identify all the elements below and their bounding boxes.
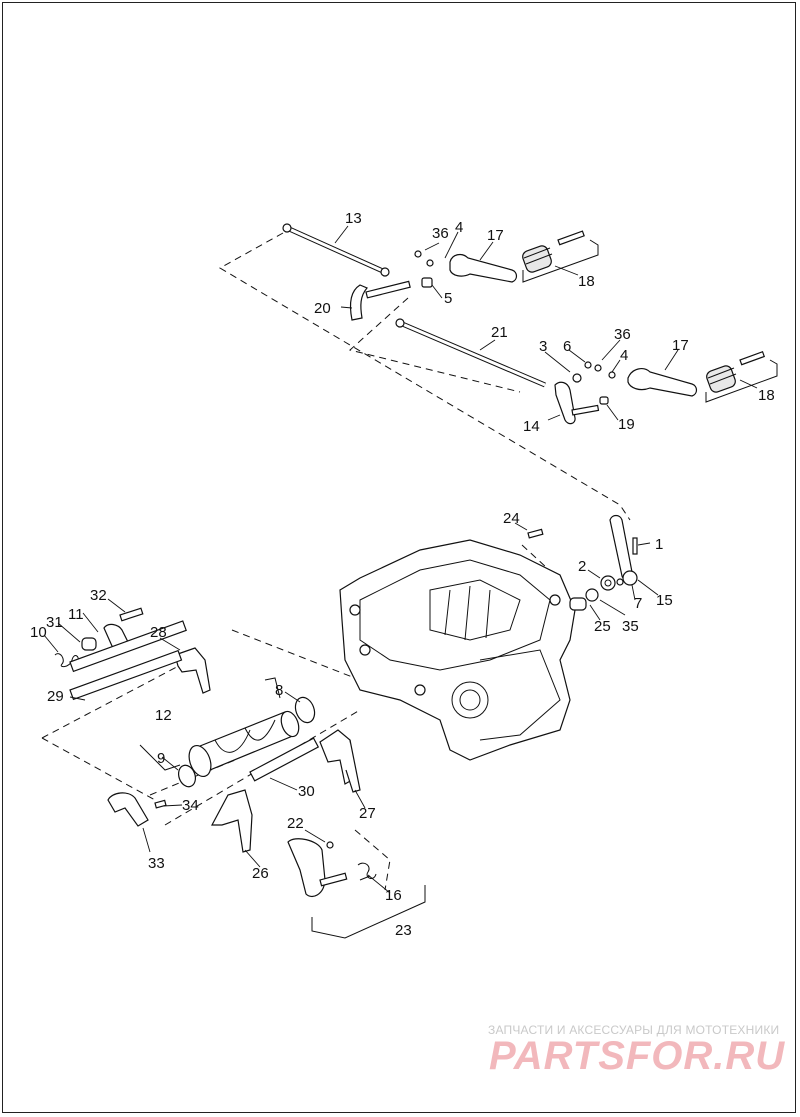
callout-4-upper: 4 [455, 219, 463, 236]
rod-30-fork-27 [249, 729, 361, 793]
callout-11: 11 [68, 606, 84, 623]
transmission-housing [339, 539, 576, 761]
callout-25: 25 [594, 618, 611, 635]
callout-10: 10 [30, 624, 47, 641]
callout-15: 15 [656, 592, 673, 609]
callout-36-lower: 36 [614, 326, 631, 343]
callout-18-lower: 18 [758, 387, 775, 404]
callout-30: 30 [298, 783, 315, 800]
callout-23: 23 [395, 922, 412, 939]
callout-17-upper: 17 [487, 227, 504, 244]
callout-27: 27 [359, 805, 376, 822]
fork-26 [211, 789, 253, 853]
watermark-tagline: ЗАПЧАСТИ И АКСЕССУАРЫ ДЛЯ МОТОТЕХНИКИ [488, 1023, 780, 1037]
callout-9: 9 [157, 750, 165, 767]
callout-8: 8 [275, 682, 283, 699]
callout-17-lower: 17 [672, 337, 689, 354]
watermark-logo: PARTSFOR.RU [489, 1034, 785, 1075]
callout-6: 6 [563, 338, 571, 355]
callout-31: 31 [46, 614, 63, 631]
callout-1: 1 [655, 536, 663, 553]
upper-linkage [414, 230, 599, 288]
callout-14: 14 [523, 418, 540, 435]
shift-rod-21 [395, 318, 546, 388]
callout-24: 24 [503, 510, 520, 527]
callout-21: 21 [491, 324, 508, 341]
callout-7: 7 [634, 595, 642, 612]
callout-5: 5 [444, 290, 452, 307]
shift-drum-12 [139, 677, 316, 788]
callout-13: 13 [345, 210, 362, 227]
leader-lines [43, 225, 758, 894]
lever-14 [554, 381, 600, 425]
callout-22: 22 [287, 815, 304, 832]
fork-28-rod-29 [69, 620, 211, 701]
shift-lever-20 [349, 280, 411, 321]
callout-19: 19 [618, 416, 635, 433]
callout-labels: 1 2 3 4 4 5 6 7 8 9 10 11 12 13 14 15 16… [30, 210, 775, 939]
dashed-guide-lines [41, 232, 631, 891]
callout-4-lower: 4 [620, 347, 628, 364]
watermark-logo-text: PARTSFOR.RU [489, 1034, 785, 1075]
callout-2: 2 [578, 558, 586, 575]
callout-34: 34 [182, 797, 199, 814]
callout-32: 32 [90, 587, 107, 604]
callout-20: 20 [314, 300, 331, 317]
pawl-assembly-23 [287, 838, 426, 939]
plate-33 [107, 792, 167, 827]
callout-29: 29 [47, 688, 64, 705]
shifter-shaft-parts [527, 514, 638, 611]
callout-33: 33 [148, 855, 165, 872]
callout-12: 12 [155, 707, 172, 724]
shift-rod-13 [282, 223, 390, 277]
callout-26: 26 [252, 865, 269, 882]
lower-linkage [572, 351, 778, 405]
callout-18-upper: 18 [578, 273, 595, 290]
callout-3: 3 [539, 338, 547, 355]
callout-36-upper: 36 [432, 225, 449, 242]
callout-35: 35 [622, 618, 639, 635]
callout-16: 16 [385, 887, 402, 904]
callout-28: 28 [150, 624, 167, 641]
